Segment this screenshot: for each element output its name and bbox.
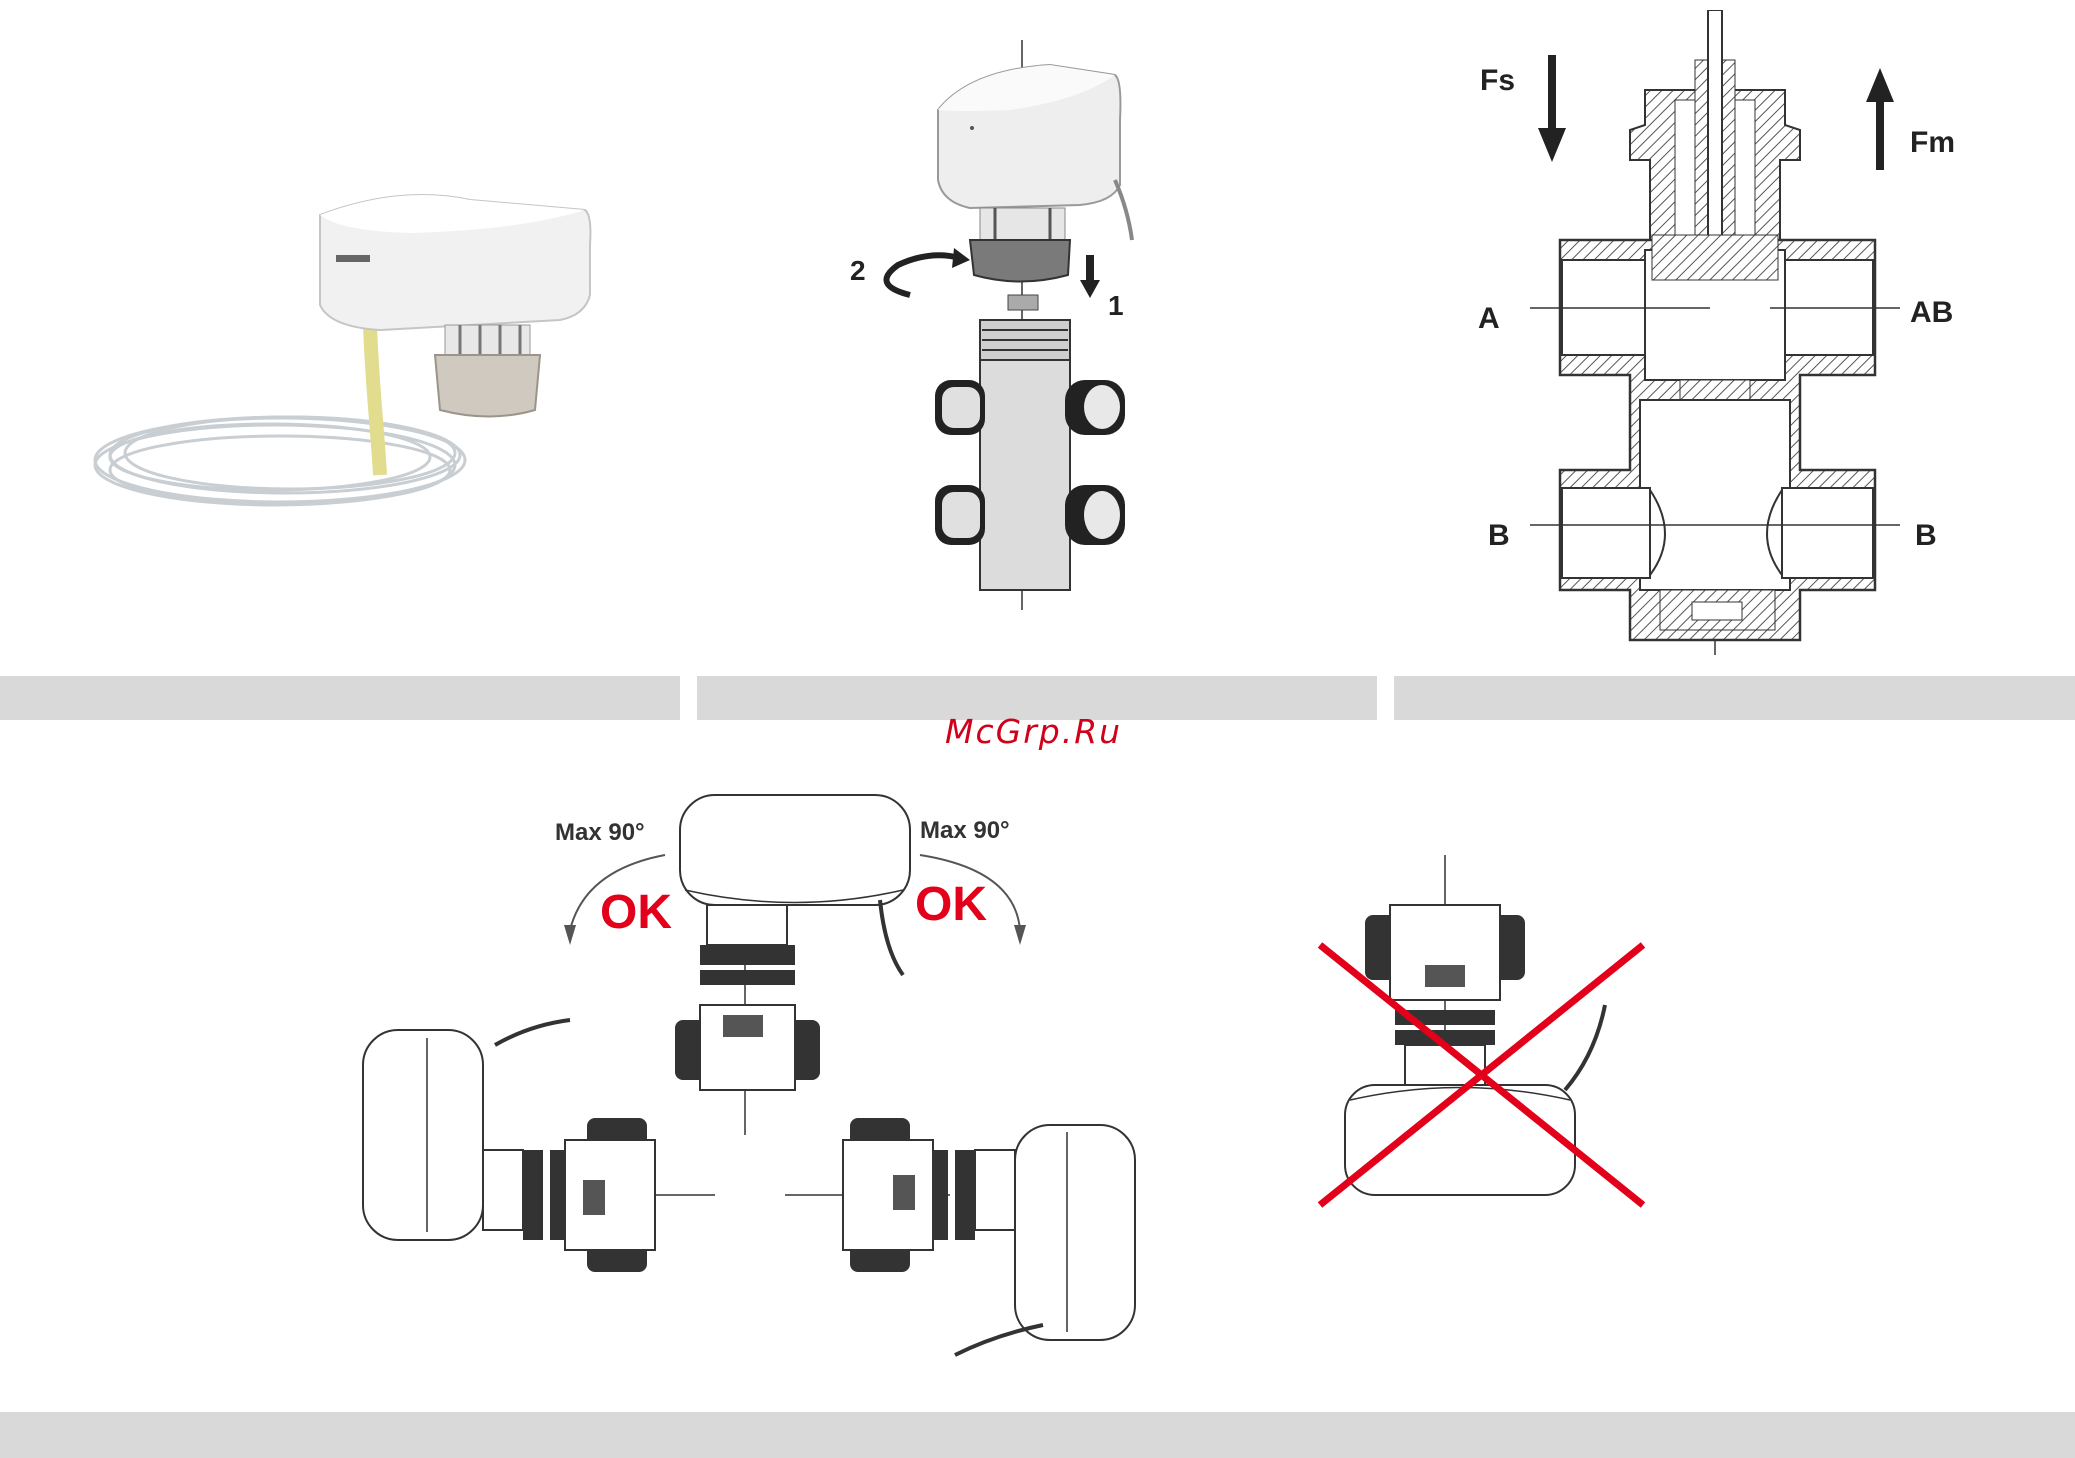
max-angle-right-label: Max 90° — [920, 817, 1010, 844]
caption-bar-right — [1394, 676, 2075, 720]
max-angle-left-label: Max 90° — [555, 819, 645, 846]
forbidden-orientation-diagram — [1310, 855, 1660, 1225]
allowed-orientations-image: Max 90° Max 90° OK OK — [355, 780, 1155, 1370]
valve-section-diagram: Fs Fm A AB B B — [1470, 10, 2030, 660]
mounting-diagram-image: 2 1 — [850, 40, 1170, 620]
step-turn-label: 2 — [850, 255, 866, 286]
actuator-photo-image — [80, 185, 620, 515]
port-b-left-label: B — [1488, 519, 1510, 552]
caption-bar-bottom — [0, 1412, 2075, 1458]
step-push-label: 1 — [1108, 290, 1124, 321]
ok-left-label: OK — [600, 886, 672, 939]
actuator-photo — [80, 185, 620, 515]
forbidden-orientation-image — [1310, 855, 1660, 1225]
mounting-diagram: 2 1 — [850, 40, 1170, 620]
port-ab-label: AB — [1910, 296, 1953, 329]
port-a-label: A — [1478, 302, 1500, 335]
allowed-orientations-diagram: Max 90° Max 90° OK OK — [355, 780, 1155, 1370]
watermark-text: McGrp.Ru — [945, 712, 1122, 751]
valve-section-image: Fs Fm A AB B B — [1470, 10, 2030, 660]
ok-right-label: OK — [915, 878, 987, 931]
port-b-right-label: B — [1915, 519, 1937, 552]
force-spring-label: Fs — [1480, 64, 1515, 97]
force-motor-label: Fm — [1910, 126, 1955, 159]
caption-bar-left — [0, 676, 680, 720]
